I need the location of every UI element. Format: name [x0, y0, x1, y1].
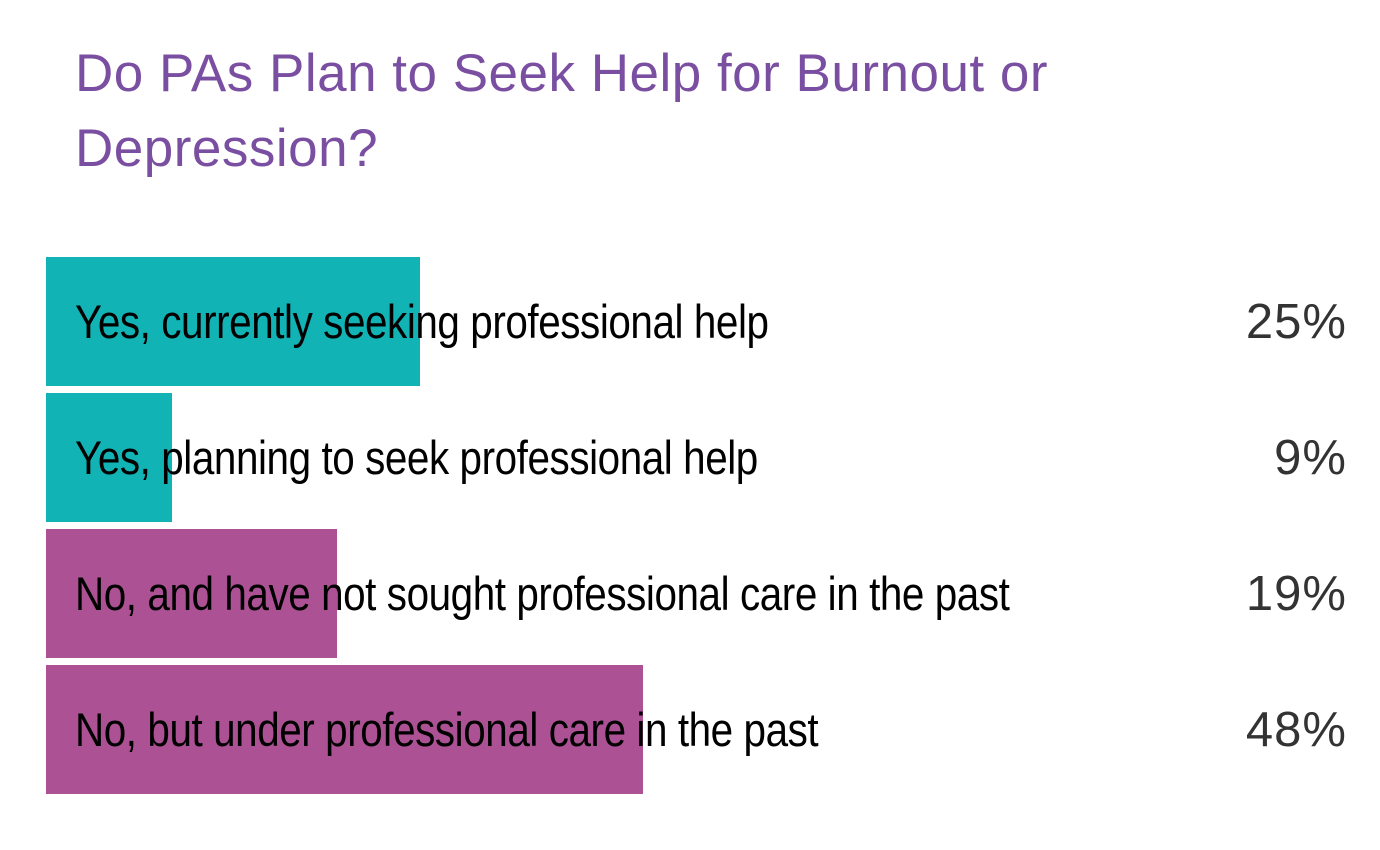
bar-row-yes-currently: Yes, currently seeking professional help… — [0, 257, 1380, 386]
bar-label-text: No, but under professional care in the p… — [75, 703, 819, 756]
bar-label-text: Yes, planning to seek professional help — [75, 431, 758, 484]
bar-row-no-never-sought: No, and have not sought professional car… — [0, 529, 1380, 658]
bar-yes-currently — [46, 257, 420, 386]
bar-label-yes-currently: Yes, currently seeking professional help — [75, 257, 881, 386]
bar-no-never-sought — [46, 529, 337, 658]
bar-label-no-past-care: No, but under professional care in the p… — [75, 665, 939, 794]
bar-no-past-care — [46, 665, 643, 794]
bar-label-no-never-sought: No, and have not sought professional car… — [75, 529, 1162, 658]
bar-row-yes-planning: Yes, planning to seek professional help … — [0, 393, 1380, 522]
bar-label-text: Yes, currently seeking professional help — [75, 295, 769, 348]
bar-yes-planning — [46, 393, 172, 522]
bar-row-no-past-care: No, but under professional care in the p… — [0, 665, 1380, 794]
value-label-yes-planning: 9% — [1274, 430, 1347, 485]
value-label-yes-currently: 25% — [1245, 294, 1347, 349]
bar-label-yes-planning: Yes, planning to seek professional help — [75, 393, 869, 522]
bar-label-text: No, and have not sought professional car… — [75, 567, 1010, 620]
value-label-no-past-care: 48% — [1245, 702, 1347, 757]
chart-title: Do PAs Plan to Seek Help for Burnout or … — [75, 44, 1049, 178]
value-label-no-never-sought: 19% — [1245, 566, 1347, 621]
